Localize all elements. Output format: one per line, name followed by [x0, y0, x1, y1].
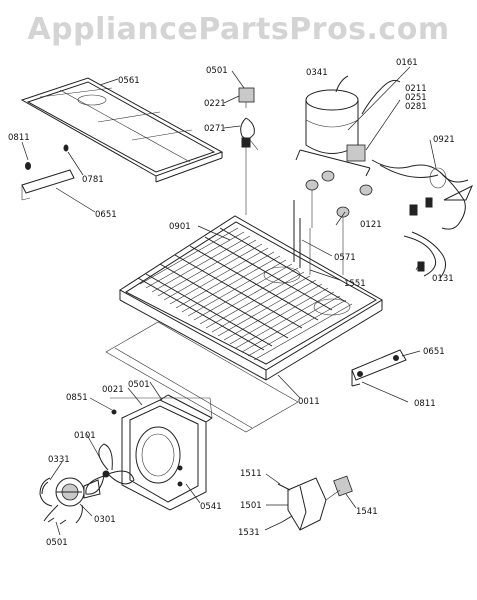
relay-0221 [238, 87, 255, 108]
callout-1511: 1511 [240, 469, 262, 479]
bracket-right-0651 [351, 349, 407, 387]
callout-0651-left: 0651 [95, 210, 117, 220]
callout-0281: 0281 [405, 102, 427, 112]
condenser-coil-0901 [137, 227, 353, 361]
callout-0101: 0101 [74, 431, 96, 441]
base-pan-0011 [119, 215, 383, 381]
tube-0571 [293, 200, 311, 275]
callout-1501: 1501 [240, 501, 262, 511]
callout-0921: 0921 [433, 135, 455, 145]
callout-0131: 0131 [432, 274, 454, 284]
callout-1531: 1531 [238, 528, 260, 538]
capacitor-bracket-1501 [277, 475, 353, 531]
callout-0901: 0901 [169, 222, 191, 232]
callout-0781: 0781 [82, 175, 104, 185]
drain-pan-0561 [20, 77, 224, 183]
callout-0021: 0021 [102, 385, 124, 395]
callout-0651-right: 0651 [423, 347, 445, 357]
callout-0271: 0271 [204, 124, 226, 134]
callout-0161: 0161 [396, 58, 418, 68]
bracket-left-0651 [21, 144, 75, 201]
grommets-0121 [305, 170, 373, 275]
callout-0251: 0251 [405, 93, 427, 103]
fan-shroud-0021 [110, 394, 213, 511]
callout-0811-right: 0811 [414, 399, 436, 409]
callout-0501-bottom: 0501 [46, 538, 68, 548]
callout-labels: 0561 0811 0781 0651 0501 0221 0271 0341 … [8, 58, 455, 548]
callout-0501-shroud: 0501 [128, 380, 150, 390]
callout-0331: 0331 [48, 455, 70, 465]
motor-bracket-0331 [39, 477, 53, 507]
callout-0011: 0011 [298, 397, 320, 407]
callout-0341: 0341 [306, 68, 328, 78]
screws-0501 [47, 409, 183, 525]
leader-lines [21, 66, 437, 536]
callout-0211: 0211 [405, 84, 427, 94]
callout-0851: 0851 [66, 393, 88, 403]
wiring-harness-0131 [371, 159, 473, 279]
callout-0541: 0541 [200, 502, 222, 512]
compressor-0341 [295, 75, 401, 177]
callout-0301: 0301 [94, 515, 116, 525]
overload-0271 [240, 117, 259, 215]
base-rail [105, 321, 299, 433]
fan-motor-0301 [43, 477, 101, 524]
callout-0811-top: 0811 [8, 133, 30, 143]
callout-0561: 0561 [118, 76, 140, 86]
callout-0221: 0221 [204, 99, 226, 109]
callout-1541: 1541 [356, 507, 378, 517]
callout-1551: 1551 [344, 279, 366, 289]
callout-0501-top: 0501 [206, 66, 228, 76]
callout-0121: 0121 [360, 220, 382, 230]
callout-0571: 0571 [334, 253, 356, 263]
fan-blade-0101 [85, 443, 135, 495]
watermark-text: AppliancePartsPros.com [27, 12, 450, 47]
